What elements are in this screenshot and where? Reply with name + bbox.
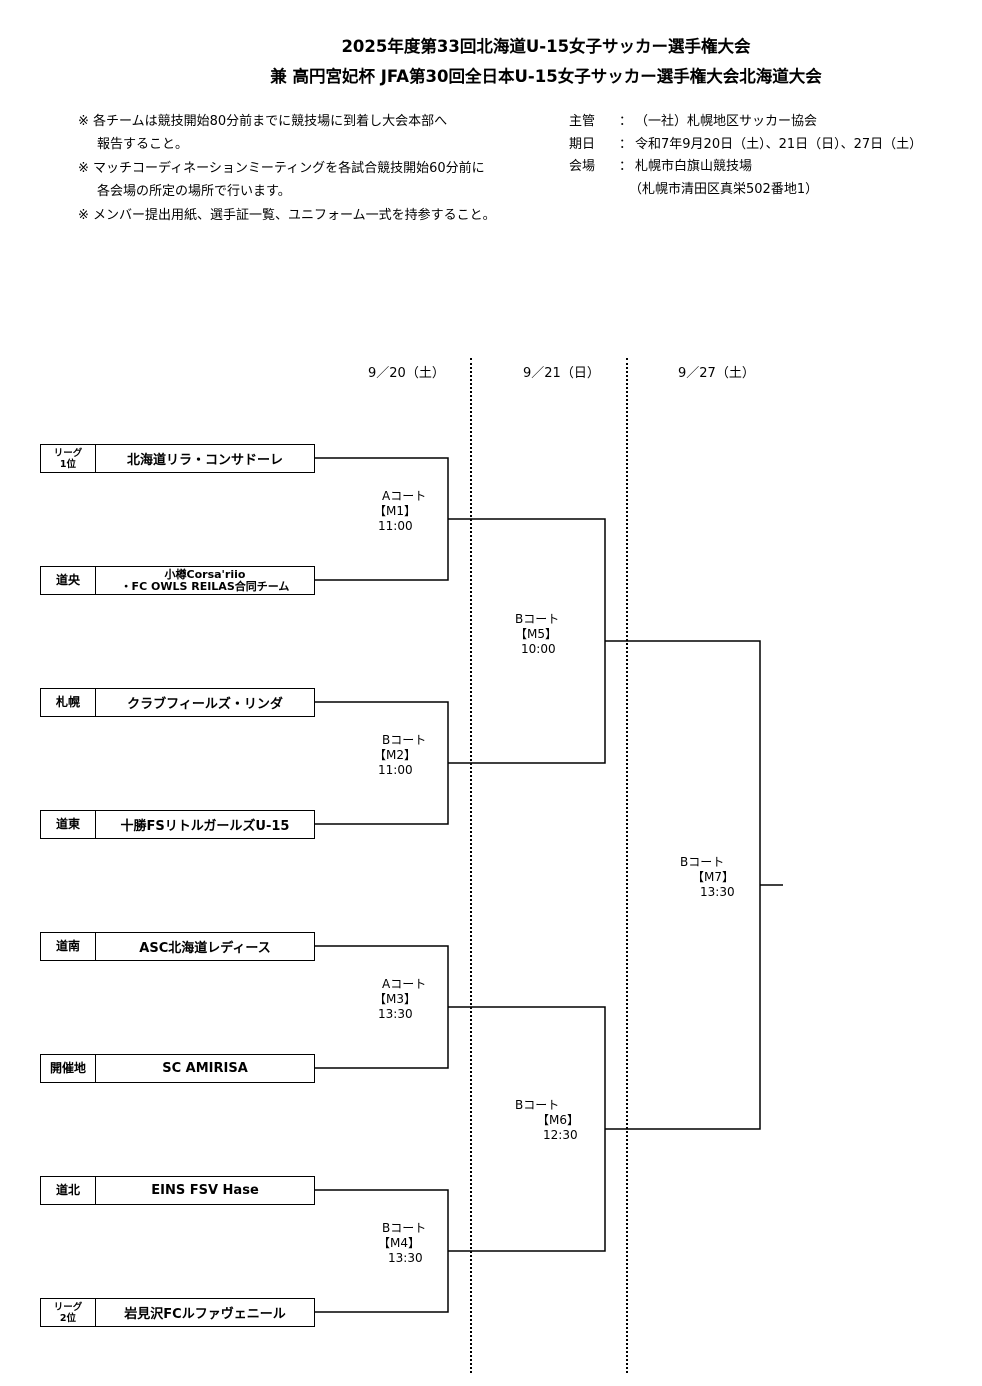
colon: ： — [619, 114, 633, 129]
team-slot-3: 札幌 クラブフィールズ・リンダ — [40, 688, 315, 717]
title-line-1: 2025年度第33回北海道U-15女子サッカー選手権大会 — [341, 37, 751, 56]
match-label-m7: Bコート 【M7】 13:30 — [680, 855, 735, 900]
venue-key: 会場 — [569, 159, 596, 174]
match-court: Bコート — [382, 733, 427, 747]
team-name: ASC北海道レディース — [139, 941, 271, 956]
team-region: 道南 — [41, 933, 96, 960]
note-2: ※ マッチコーディネーションミーティングを各試合競技開始60分前に — [78, 161, 485, 176]
team-region: 開催地 — [41, 1055, 96, 1082]
team-name: SC AMIRISA — [162, 1061, 248, 1076]
team-slot-7: 道北 EINS FSV Hase — [40, 1176, 315, 1205]
region-label: 1位 — [59, 458, 77, 470]
team-name: クラブフィールズ・リンダ — [127, 697, 283, 712]
colon: ： — [619, 159, 633, 174]
match-id: 【M2】 — [374, 748, 416, 762]
venue-value: 札幌市白旗山競技場 — [635, 159, 753, 174]
match-id: 【M3】 — [374, 992, 416, 1006]
team-region: 道東 — [41, 811, 96, 838]
match-court: Bコート — [680, 855, 725, 869]
match-time: 12:30 — [543, 1128, 578, 1142]
team-name: 十勝FSリトルガールズU-15 — [120, 819, 290, 834]
match-time: 13:30 — [388, 1251, 423, 1265]
organizer-value: （一社）札幌地区サッカー協会 — [635, 114, 818, 129]
match-time: 13:30 — [378, 1007, 413, 1021]
dates-key: 期日 — [569, 137, 596, 152]
match-label-m1: Aコート 【M1】 11:00 — [374, 489, 426, 534]
note-1: ※ 各チームは競技開始80分前までに競技場に到着し大会本部へ — [78, 114, 448, 129]
match-time: 11:00 — [378, 763, 413, 777]
note-2-cont: 各会場の所定の場所で行います。 — [97, 184, 291, 199]
dates-value: 令和7年9月20日（土）、21日（日）、27日（土） — [635, 137, 923, 152]
team-name: 岩見沢FCルファヴェニール — [124, 1307, 286, 1322]
match-id: 【M5】 — [515, 627, 557, 641]
team-slot-2: 道央 小樽Corsa'riio・FC OWLS REILAS合同チーム — [40, 566, 315, 595]
team-region: 札幌 — [41, 689, 96, 716]
match-time: 13:30 — [700, 885, 735, 899]
match-court: Aコート — [382, 489, 427, 503]
note-3: ※ メンバー提出用紙、選手証一覧、ユニフォーム一式を持参すること。 — [78, 208, 496, 223]
organizer-key: 主管 — [569, 114, 596, 129]
match-time: 10:00 — [521, 642, 556, 656]
day-header-1: 9／20（土） — [368, 366, 445, 381]
day-header-3: 9／27（土） — [678, 366, 755, 381]
colon: ： — [619, 137, 633, 152]
team-name: 北海道リラ・コンサドーレ — [126, 453, 283, 468]
match-id: 【M6】 — [537, 1113, 579, 1127]
team-region: 道北 — [41, 1177, 96, 1204]
match-court: Bコート — [382, 1221, 427, 1235]
venue-address: （札幌市清田区真栄502番地1） — [629, 182, 819, 197]
match-label-m5: Bコート 【M5】 10:00 — [513, 612, 559, 657]
team-name-line: ・FC OWLS REILAS合同チーム — [120, 579, 290, 593]
day-divider — [470, 358, 472, 1373]
team-slot-4: 道東 十勝FSリトルガールズU-15 — [40, 810, 315, 839]
region-label: リーグ — [53, 1301, 83, 1313]
match-label-m3: Aコート 【M3】 13:30 — [374, 977, 426, 1022]
team-slot-6: 開催地 SC AMIRISA — [40, 1054, 315, 1083]
day-header-2: 9／21（日） — [523, 366, 600, 381]
match-label-m6: Bコート 【M6】 12:30 — [513, 1098, 579, 1143]
match-court: Bコート — [515, 612, 560, 626]
region-label: リーグ — [53, 447, 83, 459]
team-name: EINS FSV Hase — [151, 1183, 259, 1198]
team-name-line: 小樽Corsa'riio — [164, 567, 246, 581]
team-name: 小樽Corsa'riio・FC OWLS REILAS合同チーム — [96, 567, 314, 594]
note-1-cont: 報告すること。 — [97, 137, 189, 152]
team-slot-5: 道南 ASC北海道レディース — [40, 932, 315, 961]
match-label-m2: Bコート 【M2】 11:00 — [374, 733, 426, 778]
match-id: 【M4】 — [378, 1236, 420, 1250]
region-label: 2位 — [59, 1312, 77, 1324]
day-divider — [626, 358, 628, 1373]
match-court: Aコート — [382, 977, 427, 991]
match-id: 【M7】 — [692, 870, 734, 884]
match-id: 【M1】 — [374, 504, 416, 518]
match-label-m4: Bコート 【M4】 13:30 — [374, 1221, 426, 1266]
title-line-2: 兼 高円宮妃杯 JFA第30回全日本U-15女子サッカー選手権大会北海道大会 — [270, 67, 822, 86]
match-time: 11:00 — [378, 519, 413, 533]
team-region: 道央 — [41, 567, 96, 594]
match-court: Bコート — [515, 1098, 560, 1112]
